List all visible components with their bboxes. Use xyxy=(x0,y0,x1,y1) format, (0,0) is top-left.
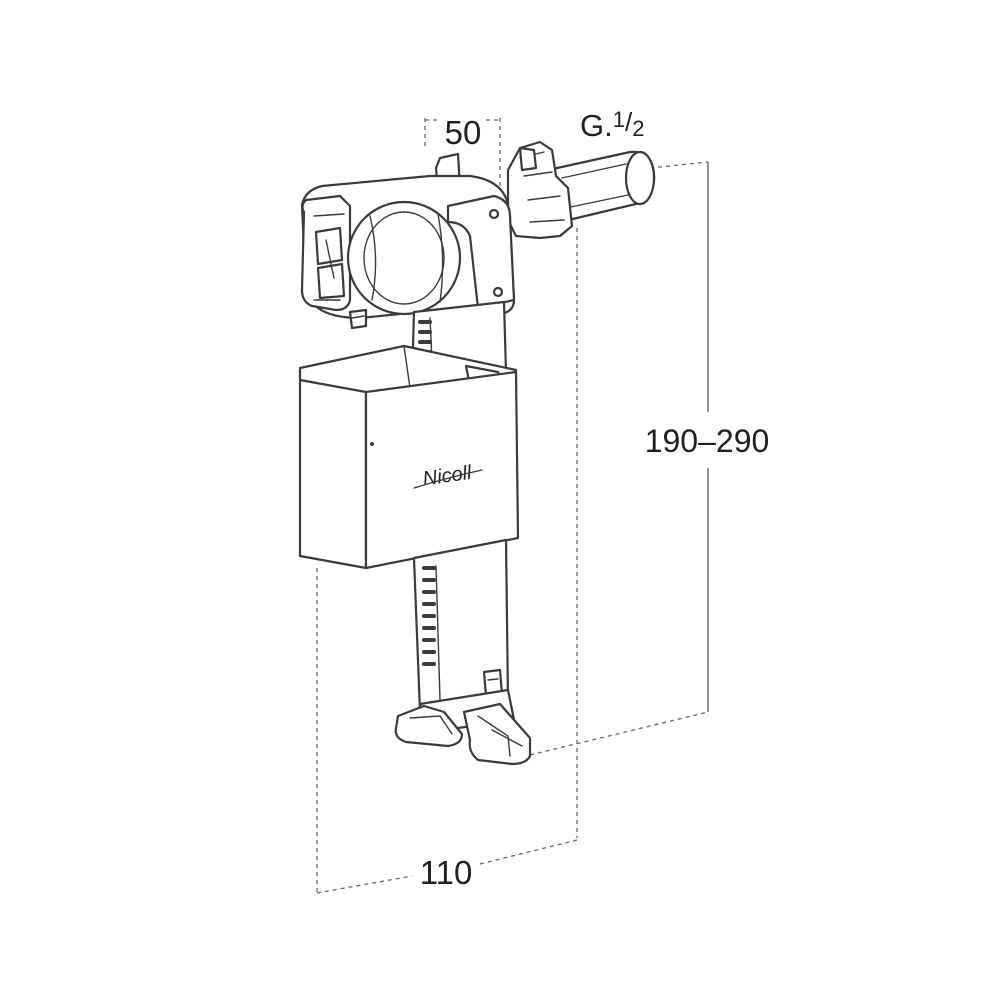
base-foot xyxy=(394,688,532,766)
dimension-thread: G.1/2 xyxy=(580,107,644,143)
dimension-label-thread: G.1/2 xyxy=(580,107,644,143)
inlet-pipe xyxy=(546,150,656,224)
valve-head xyxy=(300,140,574,330)
dimension-top-width: 50 xyxy=(424,114,501,190)
float-cup: Nicoll xyxy=(298,344,520,570)
dimension-height: 190–290 xyxy=(529,161,770,756)
dimension-label-top-width: 50 xyxy=(445,114,482,151)
shaft-lower xyxy=(412,538,510,714)
spring-lower xyxy=(422,566,436,666)
dimension-label-bottom-width: 110 xyxy=(420,854,473,891)
dimension-bottom-width: 110 xyxy=(316,228,578,895)
dimension-label-height: 190–290 xyxy=(645,423,770,459)
